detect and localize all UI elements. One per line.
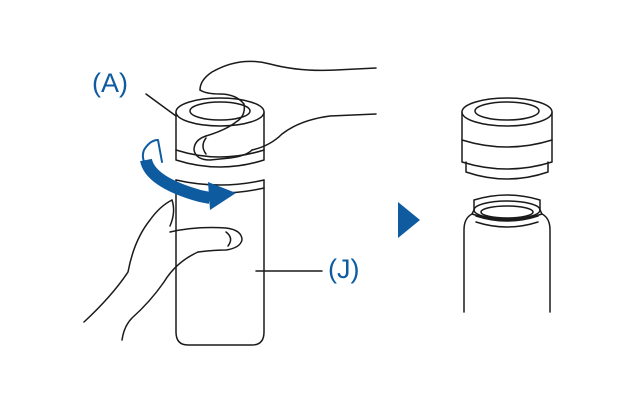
left-scene — [84, 61, 376, 345]
body-label: (J) — [328, 256, 359, 283]
cap-label: (A) — [92, 70, 128, 97]
bottle-body — [176, 180, 264, 345]
next-step-arrow-icon — [398, 202, 420, 238]
open-bottle — [464, 195, 550, 312]
cap-leader-line — [146, 94, 176, 116]
right-scene — [462, 98, 552, 312]
detached-cap — [462, 98, 552, 179]
cap — [176, 98, 264, 167]
